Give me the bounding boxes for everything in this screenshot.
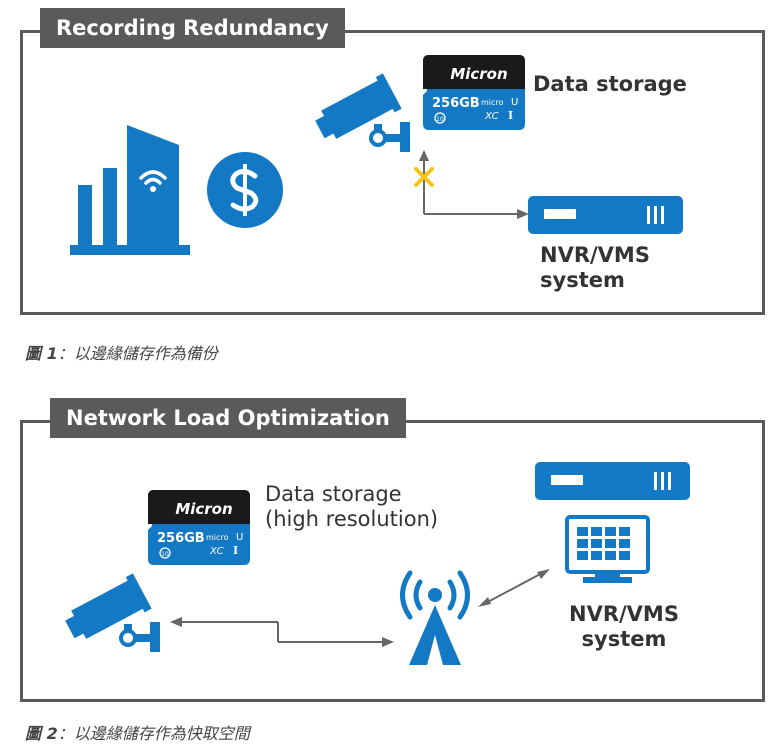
svg-text:256GB: 256GB <box>432 96 480 111</box>
svg-text:micro: micro <box>206 533 229 542</box>
microsd-card-icon: Micron 256GB micro U XC I 10 <box>148 490 250 565</box>
svg-text:XC: XC <box>209 546 224 557</box>
fail-x-icon <box>414 167 434 187</box>
panel-title: Network Load Optimization <box>50 398 406 438</box>
nvr-label: NVR/VMS system <box>569 602 679 651</box>
svg-text:XC: XC <box>484 111 499 122</box>
svg-text:256GB: 256GB <box>157 531 205 546</box>
svg-text:10: 10 <box>436 116 444 123</box>
svg-text:U: U <box>511 97 518 108</box>
office-building-icon <box>70 125 190 255</box>
brand-text: Micron <box>175 500 232 518</box>
failed-connection-arrow <box>414 150 529 219</box>
figure-caption: 圖 2：以邊緣儲存作為快取空間 <box>25 724 250 743</box>
security-camera-icon <box>65 573 160 652</box>
nvr-server-icon <box>535 462 690 500</box>
security-camera-icon <box>315 73 410 152</box>
dollar-icon <box>207 152 283 228</box>
figure-caption: 圖 1：以邊緣儲存作為備份 <box>25 344 218 363</box>
svg-text:I: I <box>233 544 238 557</box>
microsd-card-icon: Micron 256GB micro U XC I 10 <box>423 55 525 130</box>
panel-title: Recording Redundancy <box>40 8 345 48</box>
recording-redundancy-panel <box>20 30 765 315</box>
wifi-icon <box>139 170 167 185</box>
camera-antenna-arrow <box>170 617 394 647</box>
svg-text:I: I <box>508 109 513 122</box>
svg-text:U: U <box>236 532 243 543</box>
data-storage-label: Data storage <box>533 72 687 96</box>
nvr-server-icon <box>528 196 683 234</box>
monitor-icon <box>565 515 650 583</box>
wireless-antenna-icon <box>400 570 470 665</box>
antenna-nvr-arrow <box>478 569 550 607</box>
brand-text: Micron <box>450 65 507 83</box>
svg-text:10: 10 <box>161 551 169 558</box>
data-storage-label: Data storage (high resolution) <box>265 482 439 531</box>
svg-text:micro: micro <box>481 98 504 107</box>
nvr-label: NVR/VMS system <box>540 243 650 292</box>
